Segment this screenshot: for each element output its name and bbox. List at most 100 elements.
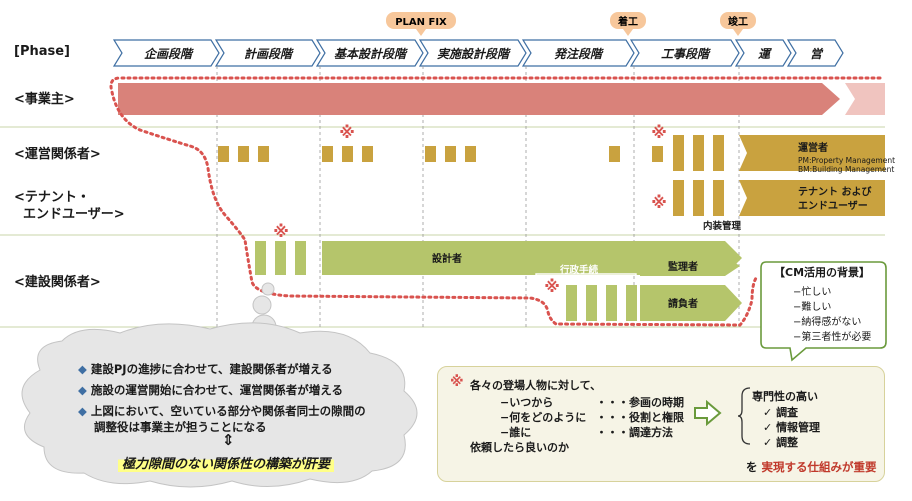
cloud-highlight: 極力隙間のない関係性の構築が肝要 [118, 453, 335, 472]
dotted-relationship-path [109, 76, 882, 327]
conclusion-prefix: を [746, 460, 762, 474]
row-label-tenant: <テナント・ エンドユーザー> [14, 190, 125, 222]
cm-background-item-1: −忙しい [793, 287, 832, 298]
expertise-item-2-text: 情報管理 [776, 421, 821, 434]
expertise-item-3-text: 調整 [776, 436, 799, 449]
label-tenant-end-2: エンドユーザー [798, 200, 868, 212]
contractor-bar [640, 285, 742, 321]
row-label-construction: <建設関係者> [14, 275, 101, 290]
expertise-bracket [738, 387, 751, 445]
cloud-bullet-2-text: 施設の運営開始に合わせて、運営関係者が増える [90, 383, 343, 397]
phase-text-3: 基本設計段階 [334, 47, 408, 61]
req-left-1: −いつから [500, 396, 554, 409]
owner-bar [118, 83, 840, 115]
cm-background-callout [760, 261, 887, 362]
label-pm: PM:Property Management [798, 156, 895, 165]
req-right-3: ・・・調達方法 [596, 426, 673, 439]
phase-chevron-8 [786, 39, 844, 67]
requirements-mark: ※ [450, 374, 464, 390]
phase-chevron-1 [112, 39, 220, 67]
phase-chevron-2 [214, 39, 321, 67]
phase-chevron-6 [629, 39, 740, 67]
check-icon: ✓ [763, 421, 773, 434]
tenant-blocks [673, 180, 724, 216]
conclusion-text: 実現する仕組みが重要 [761, 460, 877, 474]
phase-text-7: 運 [758, 47, 772, 61]
phase-label: [Phase] [14, 44, 70, 59]
expertise-item-3: ✓ 調整 [763, 434, 798, 450]
label-designer: 設計者 [432, 252, 462, 265]
expertise-item-1: ✓ 調査 [763, 404, 798, 420]
cm-background-title: 【CM活用の背景】 [774, 266, 871, 279]
construction-blocks [255, 241, 637, 321]
updown-arrow-icon: ⇕ [222, 431, 235, 449]
requirements-lead: 各々の登場人物に対して、 [470, 379, 602, 392]
phase-text-8: 営 [810, 47, 824, 61]
req-left-2: −何をどのように [500, 411, 587, 424]
phase-text-4: 実施設計段階 [437, 47, 511, 61]
owner-bar-fade [845, 83, 885, 115]
milestone-complete: 竣工 [720, 12, 756, 36]
req-left-4: 依頼したら良いのか [470, 441, 569, 454]
cm-background-item-3: −納得感がない [793, 317, 862, 328]
milestone-complete-text: 竣工 [728, 15, 748, 28]
admin-bracket [535, 273, 637, 282]
cm-background-item-2: −難しい [793, 302, 832, 313]
phase-chevrons: 企画段階 計画段階 基本設計段階 実施設計段階 発注段階 工事段階 運 営 [112, 39, 844, 67]
right-arrow-icon [694, 400, 722, 426]
requirements-box [437, 366, 885, 482]
cm-background-item-4: −第三者性が必要 [793, 332, 872, 343]
mark-construction-plan: ※ [273, 222, 289, 241]
stakeholder-diagram: ※ ※ ※ ※ ※ 運営者 PM:Property Management BM:… [0, 66, 895, 328]
phase-chevron-3 [315, 39, 424, 67]
summary-cloud [21, 282, 418, 488]
mark-operation-design: ※ [339, 123, 355, 142]
req-left-3: −誰に [500, 426, 532, 439]
phase-text-2: 計画段階 [244, 47, 294, 61]
diamond-icon: ◆ [78, 362, 87, 376]
cloud-bullet-3: ◆ 上図において、空いている部分や関係者同士の隙間の [78, 403, 366, 419]
operation-blocks [218, 135, 724, 171]
designer-bar [322, 241, 742, 275]
tenant-bar [739, 180, 885, 216]
check-icon: ✓ [763, 406, 773, 419]
phase-text-1: 企画段階 [144, 47, 194, 61]
cloud-bullet-3-text: 上図において、空いている部分や関係者同士の隙間の [90, 404, 366, 418]
cloud-bullet-1-text: 建設PJの進捗に合わせて、建設関係者が増える [90, 362, 333, 376]
mark-tenant: ※ [651, 193, 667, 212]
check-icon: ✓ [763, 436, 773, 449]
expertise-title: 専門性の高い [752, 390, 818, 403]
cloud-bullet-2: ◆ 施設の運営開始に合わせて、運営関係者が増える [78, 382, 343, 398]
milestone-plan-fix-text: PLAN FIX [395, 17, 447, 28]
row-label-owner: <事業主> [14, 92, 75, 107]
cloud-bullet-1: ◆ 建設PJの進捗に合わせて、建設関係者が増える [78, 361, 333, 377]
req-right-1: ・・・参画の時期 [596, 396, 684, 409]
supervisor-bar [640, 256, 740, 276]
milestone-start: 着工 [610, 12, 646, 36]
row-label-operation: <運営関係者> [14, 147, 101, 162]
mark-construction-bid: ※ [544, 277, 560, 296]
label-operator: 運営者 [798, 141, 828, 154]
phase-chevron-7 [734, 39, 792, 67]
milestone-start-text: 着工 [617, 15, 638, 28]
expertise-item-2: ✓ 情報管理 [763, 419, 820, 435]
req-right-2: ・・・役割と権限 [596, 411, 684, 424]
diamond-icon: ◆ [78, 383, 87, 397]
conclusion: を 実現する仕組みが重要 [746, 459, 877, 475]
label-supervisor: 監理者 [668, 260, 698, 273]
phase-chevron-4 [418, 39, 527, 67]
phase-text-5: 発注段階 [554, 47, 604, 61]
label-contractor: 請負者 [668, 297, 698, 310]
label-bm: BM:Building Management [798, 165, 894, 174]
diamond-icon: ◆ [78, 404, 87, 418]
expertise-item-1-text: 調査 [776, 406, 799, 419]
phase-chevron-5 [521, 39, 635, 67]
label-tenant-end-1: テナント および [798, 185, 871, 198]
label-interior: 内装管理 [703, 220, 742, 232]
phase-text-6: 工事段階 [661, 47, 711, 61]
cloud-bullet-3-cont: 調整役は事業主が担うことになる [94, 420, 267, 434]
operator-bar [739, 135, 885, 171]
label-admin: 行政手続 [559, 264, 599, 276]
milestone-plan-fix: PLAN FIX [386, 12, 456, 36]
mark-operation-construction: ※ [651, 123, 667, 142]
